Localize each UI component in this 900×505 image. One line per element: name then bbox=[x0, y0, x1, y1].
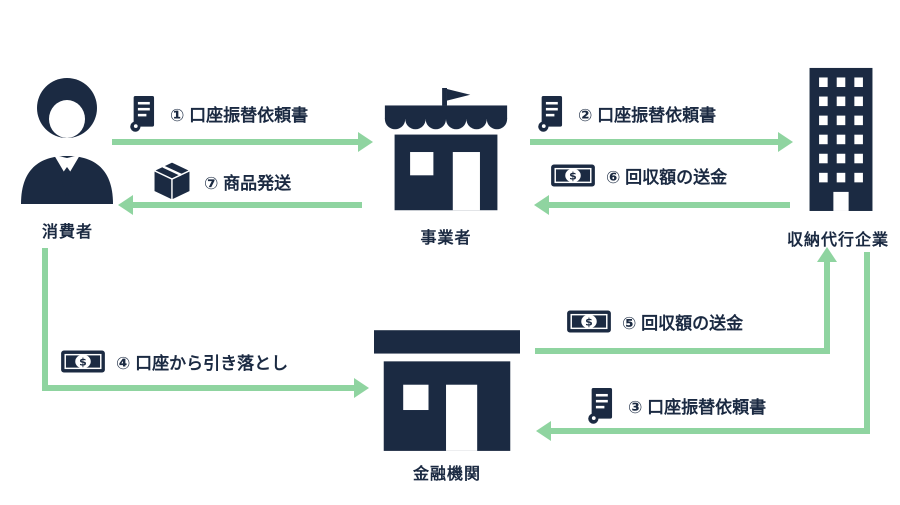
money-icon: $ bbox=[550, 160, 596, 191]
consumer-icon bbox=[21, 78, 113, 204]
document-icon bbox=[126, 94, 160, 132]
arrow-3-line-horizontal bbox=[551, 428, 870, 434]
arrow-6-head bbox=[534, 195, 549, 215]
arrow-4-head bbox=[354, 378, 369, 398]
flow-3-label: ③ 口座振替依頼書 bbox=[584, 386, 766, 424]
flow-4-text: ④ 口座から引き落とし bbox=[116, 354, 289, 373]
flow-6-label: $ ⑥ 回収額の送金 bbox=[550, 160, 727, 191]
money-icon: $ bbox=[566, 306, 612, 337]
flow-2-label: ② 口座振替依頼書 bbox=[534, 94, 716, 132]
flow-1-text: ① 口座振替依頼書 bbox=[170, 105, 309, 125]
flow-6-text: ⑥ 回収額の送金 bbox=[606, 168, 728, 187]
flow-3-text: ③ 口座振替依頼書 bbox=[628, 397, 767, 417]
money-symbol: $ bbox=[585, 316, 593, 329]
arrow-7-head bbox=[118, 195, 133, 215]
arrow-1-head bbox=[358, 132, 373, 152]
arrow-2-line bbox=[530, 139, 778, 145]
arrow-2-head bbox=[778, 132, 793, 152]
flow-2-text: ② 口座振替依頼書 bbox=[578, 105, 717, 125]
money-symbol: $ bbox=[569, 170, 577, 183]
package-icon bbox=[150, 160, 194, 202]
arrow-5-head bbox=[817, 247, 837, 262]
consumer-label: 消費者 bbox=[41, 224, 93, 241]
agency-label: 収納代行企業 bbox=[786, 232, 889, 249]
arrow-3-head bbox=[536, 421, 551, 441]
arrow-7-line bbox=[133, 202, 362, 208]
arrow-6-line bbox=[549, 202, 790, 208]
flow-5-text: ⑤ 回収額の送金 bbox=[622, 314, 744, 333]
flow-7-label: ⑦ 商品発送 bbox=[150, 160, 291, 202]
flow-1-label: ① 口座振替依頼書 bbox=[126, 94, 308, 132]
bank-label: 金融機関 bbox=[412, 466, 481, 483]
money-icon: $ bbox=[60, 346, 106, 377]
flow-4-label: $ ④ 口座から引き落とし bbox=[60, 346, 288, 377]
money-symbol: $ bbox=[79, 356, 87, 369]
business-label: 事業者 bbox=[420, 230, 472, 247]
document-icon bbox=[584, 386, 618, 424]
office-building-icon bbox=[809, 67, 873, 211]
flow-7-text: ⑦ 商品発送 bbox=[204, 173, 292, 193]
document-icon bbox=[534, 94, 568, 132]
arrow-3-line-vertical bbox=[864, 252, 870, 434]
flow-5-label: $ ⑤ 回収額の送金 bbox=[566, 306, 743, 337]
arrow-5-line-vertical bbox=[824, 262, 830, 354]
arrow-1-line bbox=[112, 139, 358, 145]
arrow-5-line-horizontal bbox=[535, 348, 830, 354]
arrow-4-line-vertical bbox=[42, 248, 48, 391]
arrow-4-line-horizontal bbox=[42, 385, 354, 391]
store-icon bbox=[384, 88, 508, 211]
bank-icon bbox=[374, 330, 520, 451]
